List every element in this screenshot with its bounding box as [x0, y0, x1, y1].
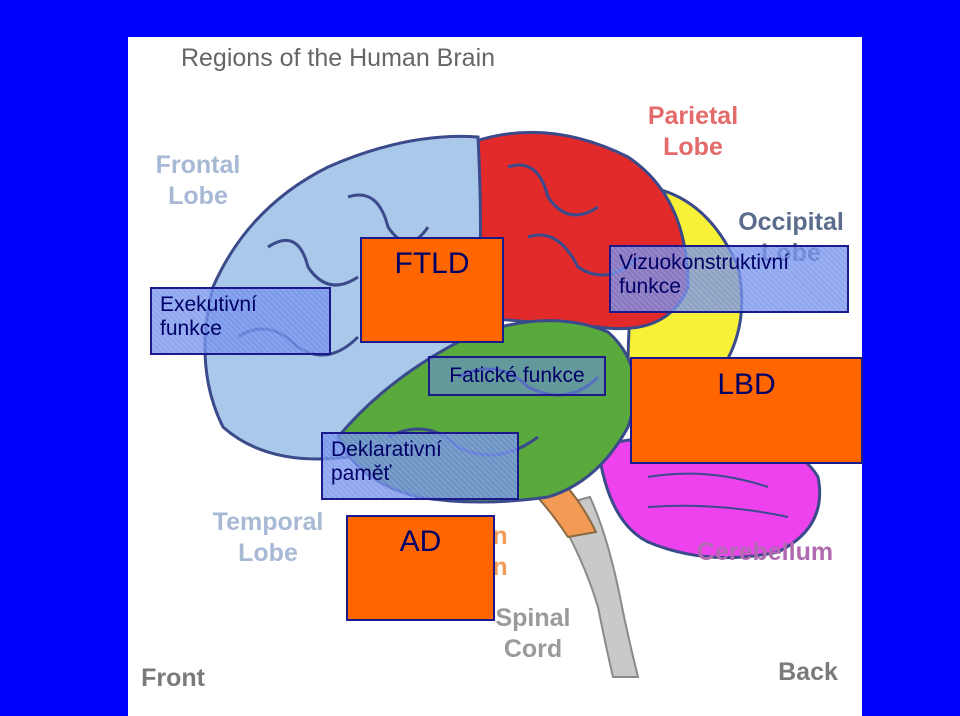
temporal-lobe-label: Temporal Lobe	[198, 507, 338, 569]
brain-stem-line2: n	[492, 553, 508, 581]
temporal-label-line2: Lobe	[238, 539, 298, 567]
visuo-line2: funkce	[619, 275, 681, 298]
temporal-label-line1: Temporal	[212, 508, 324, 536]
visuo-function-box: Vizuokonstruktivní funkce	[609, 245, 849, 313]
frontal-label-line1: Frontal	[155, 151, 241, 179]
frontal-lobe-label: Frontal Lobe	[138, 150, 258, 212]
declarative-memory-box: Deklarativní paměť	[321, 432, 519, 500]
brain-stem-line1: n	[492, 522, 508, 550]
executive-line2: funkce	[160, 317, 222, 340]
back-label: Back	[778, 658, 838, 686]
declarative-line2: paměť	[331, 462, 392, 485]
frontal-label-line2: Lobe	[168, 182, 228, 210]
spinal-label-line1: Spinal	[495, 604, 571, 632]
diagram-title: Regions of the Human Brain	[180, 44, 496, 72]
spinal-cord-shape	[551, 495, 640, 678]
ftld-box: FTLD	[360, 237, 504, 343]
spinal-cord-label: Spinal Cord	[488, 603, 578, 665]
lbd-box: LBD	[630, 357, 863, 464]
cerebellum-label: Cerebellum	[696, 538, 834, 566]
fatic-function-box: Fatické funkce	[428, 356, 606, 396]
ad-box: AD	[346, 515, 495, 621]
fatic-label: Fatické funkce	[449, 364, 585, 387]
declarative-line1: Deklarativní	[331, 438, 442, 461]
ad-label: AD	[399, 525, 442, 558]
executive-line1: Exekutivní	[160, 293, 257, 316]
visuo-line1: Vizuokonstruktivní	[619, 251, 790, 274]
parietal-lobe-label: Parietal Lobe	[628, 101, 758, 163]
parietal-label-line1: Parietal	[647, 102, 739, 130]
brain-stem-partial-label: n n	[488, 521, 512, 583]
executive-function-box: Exekutivní funkce	[150, 287, 331, 355]
spinal-label-line2: Cord	[503, 635, 563, 663]
ftld-label: FTLD	[394, 247, 470, 280]
occipital-label-line1: Occipital	[738, 208, 844, 236]
parietal-label-line2: Lobe	[663, 133, 723, 161]
lbd-label: LBD	[717, 368, 776, 401]
front-label: Front	[141, 664, 205, 692]
